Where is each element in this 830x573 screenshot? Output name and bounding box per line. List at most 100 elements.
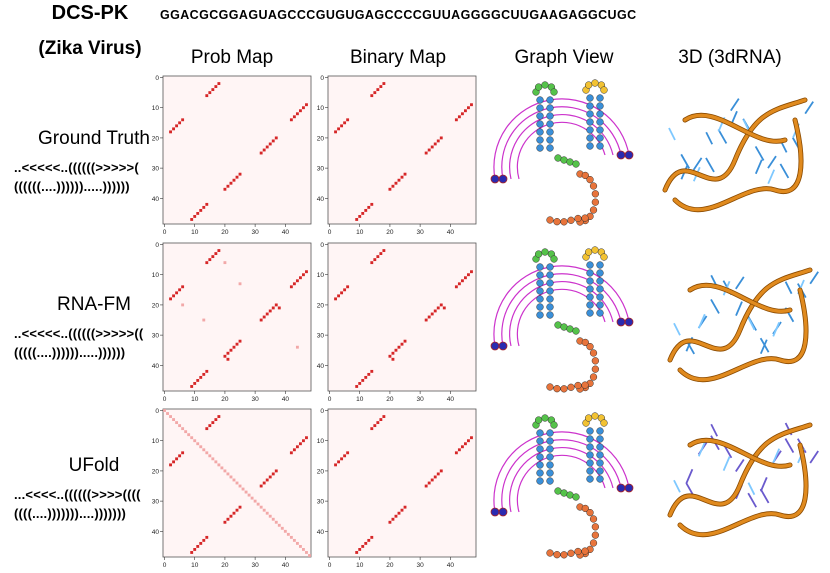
pair-cell — [361, 544, 365, 548]
pair-cell — [302, 273, 305, 277]
x-tick-label: 20 — [221, 562, 229, 568]
nucleotide-node — [596, 102, 604, 110]
prob-diagonal-cell — [271, 517, 275, 521]
pair-cell — [175, 291, 179, 295]
nucleotide-node — [586, 102, 594, 110]
nucleotide-node — [553, 551, 561, 559]
nucleotide-node — [586, 134, 594, 142]
base-pair-stick — [747, 492, 757, 508]
pair-cell — [190, 551, 194, 554]
base-pair-stick — [705, 157, 715, 173]
nucleotide-node — [546, 429, 554, 437]
pair-cell — [211, 88, 215, 92]
pair-cell — [436, 472, 440, 476]
pair-cell — [178, 454, 182, 458]
pair-cell — [439, 469, 443, 473]
pair-cell — [430, 145, 434, 149]
pair-cell — [223, 354, 227, 358]
base-pair-stick — [735, 301, 743, 316]
pair-cell — [190, 385, 194, 388]
pair-cell — [271, 139, 275, 143]
nucleotide-node — [546, 383, 554, 391]
row-label-rna-fm: RNA-FM — [57, 294, 131, 315]
x-tick-label: 20 — [221, 229, 229, 235]
prob-diagonal-cell — [223, 469, 227, 473]
pair-cell — [373, 91, 377, 95]
pair-cell — [232, 345, 236, 349]
nucleotide-node — [546, 136, 554, 144]
pair-cell — [223, 187, 227, 191]
pair-cell — [277, 306, 281, 310]
pair-cell — [181, 285, 185, 289]
pair-cell — [271, 472, 275, 476]
prob-diagonal-cell — [193, 439, 197, 443]
nucleotide-node — [536, 271, 544, 279]
y-tick-label: 30 — [152, 166, 160, 173]
x-tick-label: 10 — [356, 396, 364, 402]
prob-diagonal-cell — [250, 496, 254, 500]
x-tick-label: 10 — [191, 396, 199, 402]
pseudoknot-arc — [501, 273, 622, 347]
y-tick-label: 20 — [317, 135, 325, 142]
pair-cell — [302, 106, 305, 110]
nucleotide-node — [546, 311, 554, 319]
pair-cell — [199, 375, 203, 379]
pair-cell — [337, 127, 341, 131]
nucleotide-node — [596, 126, 604, 134]
pair-cell — [229, 514, 233, 518]
pair-cell — [376, 255, 380, 259]
nucleotide-node — [586, 94, 594, 102]
prob-diagonal-cell — [295, 541, 299, 545]
pair-cell — [403, 339, 407, 343]
base-pair-stick — [772, 322, 781, 337]
pair-cell — [292, 282, 296, 286]
pair-cell — [172, 460, 176, 464]
pair-cell — [289, 285, 293, 289]
prob-faint-cell — [202, 318, 206, 322]
y-tick-label: 10 — [152, 438, 160, 445]
pair-cell — [382, 82, 386, 85]
nucleotide-node — [560, 385, 568, 393]
pair-cell — [262, 315, 266, 319]
nucleotide-node — [546, 287, 554, 295]
nucleotide-node — [600, 86, 608, 94]
nucleotide-node — [586, 475, 594, 483]
pair-cell — [454, 451, 458, 455]
pair-cell — [199, 208, 203, 212]
nucleotide-node — [586, 427, 594, 435]
pair-cell — [295, 279, 299, 283]
pair-cell — [202, 205, 206, 209]
backbone-ribbon-shadow — [667, 422, 813, 518]
arc-endpoint-node — [616, 317, 626, 327]
prob-diagonal-cell — [298, 544, 302, 548]
nucleotide-node — [584, 248, 593, 256]
prob-diagonal-cell — [305, 551, 308, 554]
nucleotide-node — [553, 218, 561, 226]
pair-cell — [193, 215, 197, 218]
nucleotide-node — [596, 301, 604, 309]
y-tick-label: 40 — [152, 363, 160, 370]
pair-cell — [235, 175, 239, 179]
pair-cell — [424, 151, 428, 155]
nucleotide-node — [567, 549, 575, 557]
prob-diagonal-cell — [286, 532, 290, 536]
pseudoknot-arc — [501, 106, 622, 180]
nucleotide-node — [589, 206, 598, 214]
pair-cell — [470, 103, 473, 107]
pair-cell — [467, 273, 470, 277]
nucleotide-node — [546, 461, 554, 469]
nucleotide-node — [546, 263, 554, 271]
y-tick-label: 0 — [155, 242, 159, 249]
backbone-ribbon — [678, 288, 808, 382]
row-label-ground-truth: Ground Truth — [38, 128, 150, 149]
prob-diagonal-cell — [175, 421, 179, 425]
pair-cell — [460, 445, 464, 449]
y-tick-label: 0 — [320, 242, 324, 249]
nucleotide-node — [546, 303, 554, 311]
pair-cell — [379, 418, 383, 422]
backbone-ribbon — [663, 98, 807, 192]
y-tick-label: 40 — [317, 529, 325, 536]
pair-cell — [205, 369, 209, 373]
x-tick-label: 0 — [328, 562, 332, 568]
